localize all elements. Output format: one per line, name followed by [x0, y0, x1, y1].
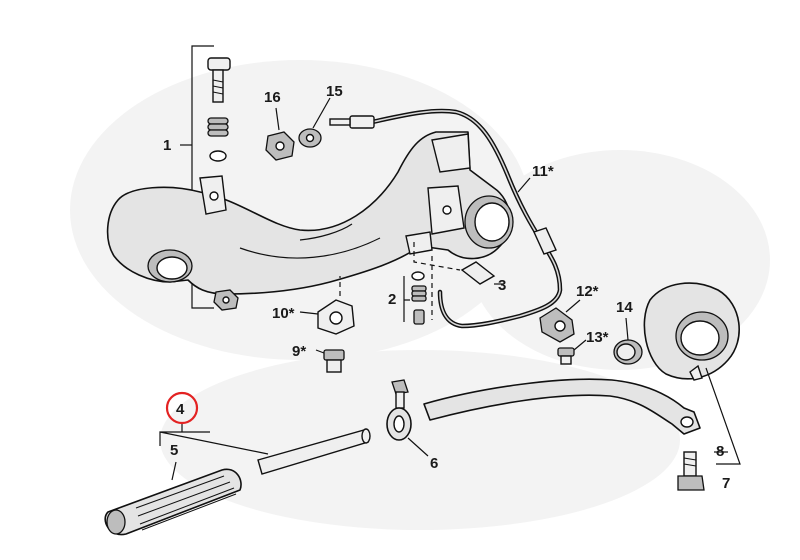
pivot-bolt-and-springs [207, 57, 239, 311]
part-2-spring-stack [403, 256, 433, 325]
callout-10: 10* [272, 305, 295, 322]
part-3-pin [413, 242, 504, 285]
callout-2: 2 [388, 291, 396, 308]
part-13-screw [557, 339, 587, 365]
part-16-nut [265, 107, 295, 161]
callout-6: 6 [430, 455, 438, 472]
part-7-collar [643, 282, 741, 465]
main-casting [106, 131, 514, 295]
part-5-rod [257, 428, 371, 475]
part-14-cap [613, 317, 643, 365]
part-12-clamp [539, 299, 581, 343]
part-10-clip [299, 276, 355, 335]
callout-9: 9* [292, 343, 306, 360]
callout-3: 3 [498, 277, 506, 294]
part-11-cable [329, 108, 563, 329]
part-9-screw [315, 349, 345, 373]
highlight-circle-4 [165, 391, 199, 425]
callout-4: 4 [176, 401, 185, 418]
shifter-rod [423, 378, 701, 435]
part-5-grip [104, 468, 242, 536]
callout-5: 5 [170, 442, 178, 459]
callout-13: 13* [586, 329, 609, 346]
part-15-nut [298, 97, 331, 148]
part-6-eyebolt [386, 379, 429, 457]
part-8-bolt [677, 451, 728, 491]
callout-12: 12* [576, 283, 599, 300]
callout-16: 16 [264, 89, 281, 106]
callout-11: 11* [532, 163, 554, 180]
callout-7: 7 [722, 475, 730, 492]
bracket-1 [180, 45, 214, 309]
callout-15: 15 [326, 83, 343, 100]
callout-1: 1 [163, 137, 171, 154]
callout-14: 14 [616, 299, 633, 316]
callout-8: 8 [716, 443, 724, 460]
